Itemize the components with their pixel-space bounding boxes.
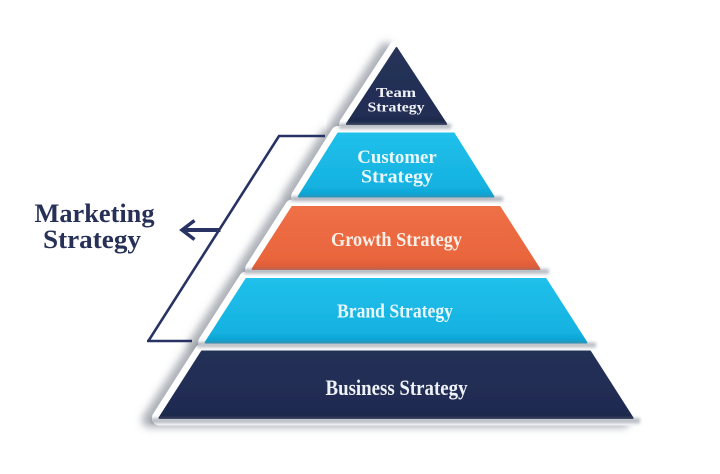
svg-text:Strategy: Strategy	[43, 225, 141, 254]
svg-text:Marketing: Marketing	[35, 199, 155, 228]
svg-text:Strategy: Strategy	[361, 166, 434, 187]
svg-text:Business Strategy: Business Strategy	[326, 375, 468, 400]
svg-text:Growth Strategy: Growth Strategy	[331, 229, 462, 251]
svg-text:Customer: Customer	[357, 147, 437, 168]
svg-text:Team: Team	[376, 86, 416, 101]
svg-text:Strategy: Strategy	[368, 101, 425, 116]
svg-text:Brand Strategy: Brand Strategy	[337, 301, 453, 323]
